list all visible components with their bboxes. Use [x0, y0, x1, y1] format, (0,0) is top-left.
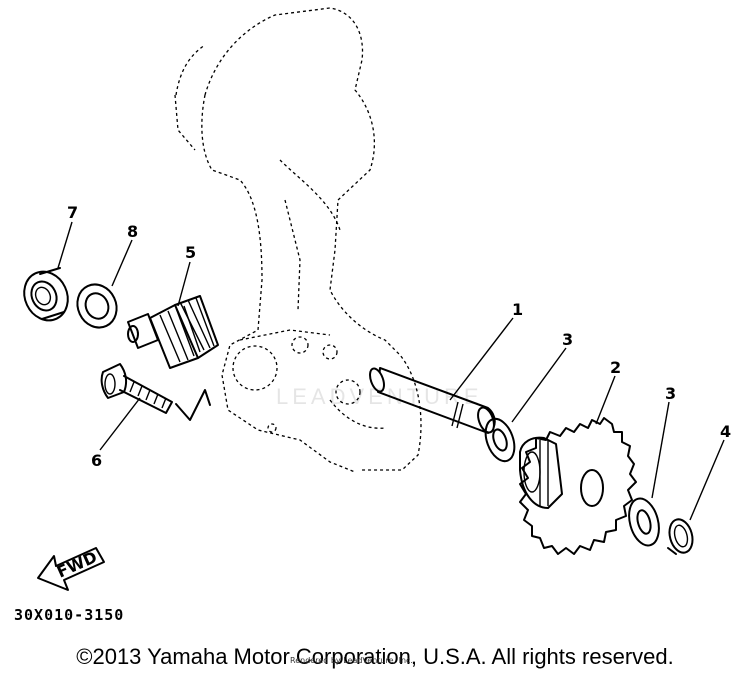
washer-part-3-right	[628, 497, 660, 547]
callout-5: 5	[185, 243, 196, 262]
leader-lines	[57, 221, 725, 521]
copyright-notice: ©2013 Yamaha Motor Corporation, U.S.A. A…	[76, 644, 674, 669]
diagram-part-code: 30X010-3150	[14, 606, 125, 624]
callout-4: 4	[720, 422, 731, 441]
circlip-part-4	[667, 518, 694, 555]
washer-part-3-left	[484, 417, 516, 463]
callout-3-right: 3	[665, 384, 676, 403]
fwd-arrow-icon: FWD	[37, 547, 105, 591]
callout-3-left: 3	[562, 330, 573, 349]
gear-part-2	[519, 417, 637, 555]
callout-labels: 7 8 5 6 1 3 2 3 4	[67, 203, 731, 470]
callout-6: 6	[91, 451, 102, 470]
callout-1: 1	[512, 300, 523, 319]
callout-8: 8	[127, 222, 138, 241]
shaft-part-1	[369, 367, 496, 434]
crankcase-outline	[174, 7, 422, 473]
oil-seal-part-7	[23, 267, 69, 322]
callout-7: 7	[67, 203, 78, 222]
drive-shaft-part-5	[127, 295, 219, 369]
washer-part-8	[76, 283, 118, 329]
rendered-by-credit: Rendered by LeadVenture, Inc.	[290, 656, 413, 665]
bolt-part-6	[100, 363, 211, 421]
watermark: LEADVENTURE	[276, 384, 483, 409]
fwd-label: FWD	[54, 547, 100, 581]
callout-2: 2	[610, 358, 621, 377]
